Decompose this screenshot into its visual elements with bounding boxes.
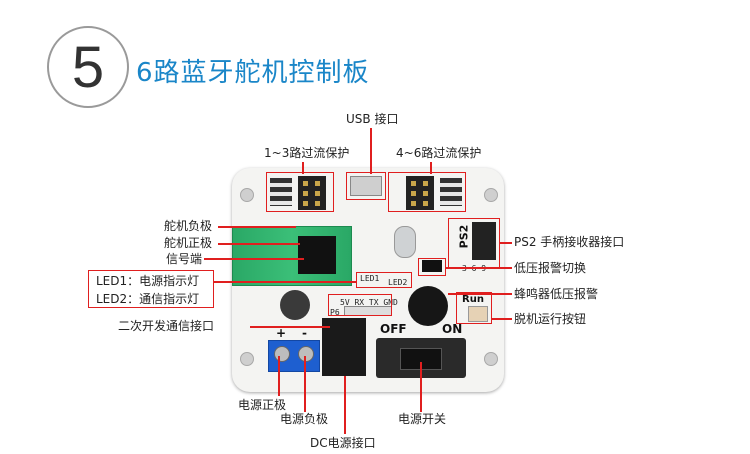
highlight-ps2	[448, 218, 500, 268]
servo-header-right	[406, 176, 434, 210]
label-power-pos: 电源正极	[238, 398, 287, 412]
label-servo-pos: 舵机正极	[164, 236, 213, 250]
usb-port	[350, 176, 382, 196]
fuse-group-left	[270, 178, 292, 206]
plus-silkscreen: +	[276, 326, 287, 340]
servo-header-left	[298, 176, 326, 210]
label-usb: USB 接口	[346, 112, 399, 126]
label-dc: DC电源接口	[310, 436, 376, 450]
highlight-lowv	[418, 258, 446, 276]
capacitor	[280, 290, 310, 320]
fuse-group-right	[440, 178, 462, 206]
dc-jack	[322, 318, 366, 376]
led2-silkscreen: LED2	[388, 278, 408, 287]
ps2-header	[472, 222, 496, 260]
mount-hole	[240, 188, 254, 202]
highlight-oc46	[388, 172, 466, 212]
label-secondary: 二次开发通信接口	[118, 319, 215, 333]
ps2-pin-numbers: 3 6 9	[462, 264, 487, 273]
mount-hole	[484, 352, 498, 366]
terminal-screw	[298, 346, 314, 362]
crystal-oscillator	[394, 226, 416, 258]
label-oc46: 4~6路过流保护	[396, 146, 482, 160]
bluetooth-chip	[298, 236, 336, 274]
highlight-serial	[328, 294, 392, 316]
buzzer	[408, 286, 448, 326]
highlight-led	[356, 272, 412, 288]
label-power-switch: 电源开关	[398, 412, 447, 426]
label-offline: 脱机运行按钮	[514, 312, 587, 326]
serial-pins-silkscreen: 5V RX TX GND	[340, 298, 398, 307]
led-legend-box	[88, 270, 214, 308]
mount-hole	[240, 352, 254, 366]
p6-silkscreen: P6	[330, 308, 340, 317]
label-led1: LED1：电源指示灯	[96, 274, 200, 288]
label-lowv-switch: 低压报警切换	[514, 261, 587, 275]
highlight-oc13	[266, 172, 334, 212]
off-silkscreen: OFF	[380, 322, 407, 336]
label-ps2: PS2 手柄接收器接口	[514, 235, 625, 249]
label-signal: 信号端	[166, 252, 203, 266]
page-title: 6路蓝牙舵机控制板	[136, 58, 370, 88]
terminal-screw	[274, 346, 290, 362]
label-oc13: 1~3路过流保护	[264, 146, 350, 160]
label-servo-neg: 舵机负极	[164, 219, 213, 233]
section-number-badge: 5	[47, 26, 129, 108]
offline-run-button	[468, 306, 488, 322]
run-silkscreen: Run	[462, 294, 484, 305]
low-voltage-jumper	[422, 260, 442, 272]
highlight-run	[456, 292, 492, 324]
label-led2: LED2：通信指示灯	[96, 292, 200, 306]
label-buzzer: 蜂鸣器低压报警	[514, 287, 599, 301]
minus-silkscreen: -	[302, 326, 307, 340]
label-power-neg: 电源负极	[280, 412, 329, 426]
led1-silkscreen: LED1	[360, 274, 380, 283]
highlight-usb	[346, 172, 386, 200]
mount-hole	[484, 188, 498, 202]
on-silkscreen: ON	[442, 322, 463, 336]
